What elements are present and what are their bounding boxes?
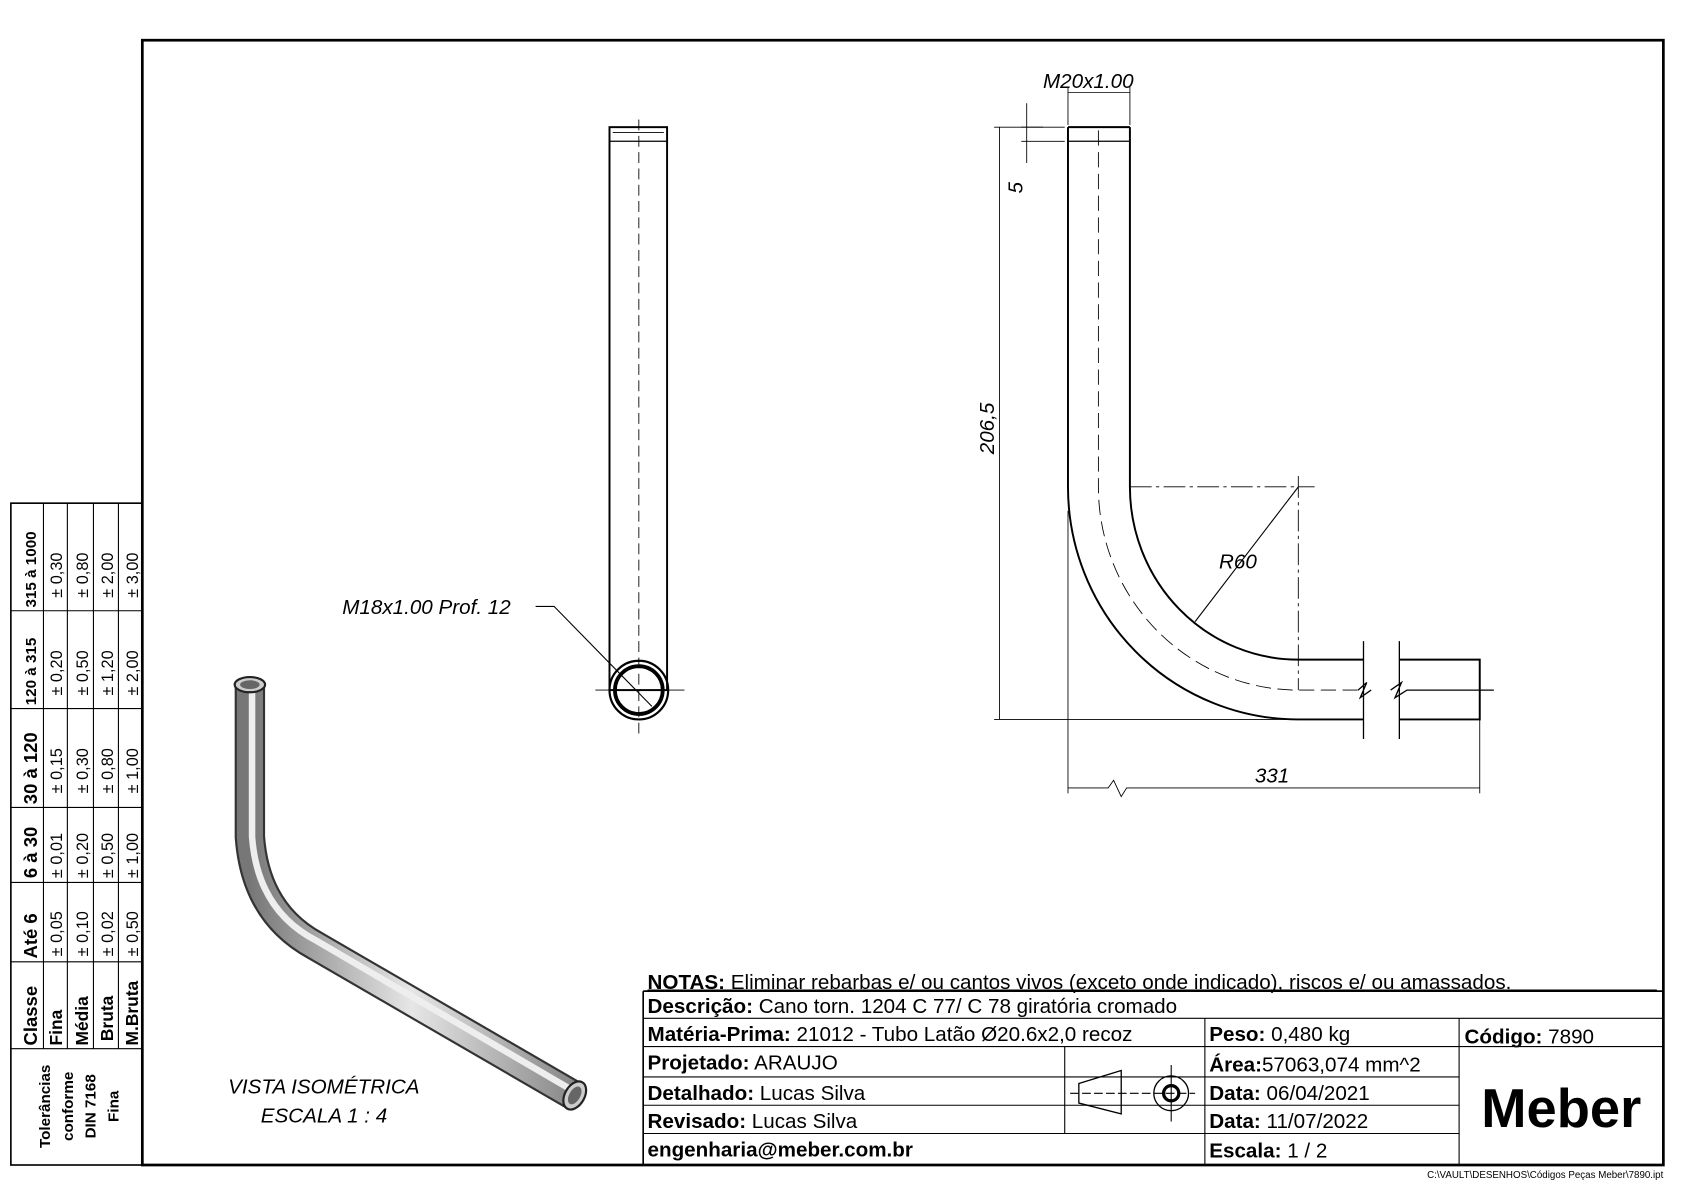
tol-value: ± 0,02 (99, 911, 117, 956)
dim-radius: R60 (1219, 550, 1257, 573)
area-value: 57063,074 mm^2 (1262, 1054, 1421, 1077)
tol-value: ± 0,50 (74, 650, 92, 695)
date-created-value: 06/04/2021 (1261, 1082, 1370, 1105)
tol-value: ± 1,00 (124, 748, 142, 793)
area-label: Área: (1209, 1054, 1262, 1077)
date-created-label: Data: (1209, 1082, 1261, 1105)
description-value: Cano torn. 1204 C 77/ C 78 giratória cro… (753, 995, 1177, 1018)
tol-class: M.Bruta (122, 980, 142, 1045)
tol-title-line: DIN 7168 (83, 1074, 100, 1138)
svg-text:NOTAS: Eliminar rebarbas e/ ou: NOTAS: Eliminar rebarbas e/ ou cantos vi… (648, 971, 1512, 994)
material-value: 21012 - Tubo Latão Ø20.6x2,0 recoz (791, 1023, 1133, 1046)
side-view: R60 M20x1.00 5 206,5 331 (976, 70, 1494, 798)
tol-value: ± 0,20 (74, 833, 92, 878)
tol-header: 30 à 120 (20, 732, 41, 804)
tol-header: 315 à 1000 (23, 531, 40, 607)
tol-value: ± 3,00 (124, 553, 142, 598)
svg-text:Área:57063,074 mm^2: Área:57063,074 mm^2 (1209, 1054, 1420, 1077)
first-angle-projection-icon (1070, 1065, 1196, 1122)
svg-text:Escala: 1 / 2: Escala: 1 / 2 (1209, 1139, 1327, 1162)
detailed-value: Lucas Silva (754, 1082, 866, 1105)
iso-view-title: VISTA ISOMÉTRICA (228, 1075, 419, 1098)
meber-logo: Meber (1481, 1078, 1641, 1139)
svg-text:Data: 11/07/2022: Data: 11/07/2022 (1209, 1110, 1368, 1133)
tol-title-line: Tolerâncias (37, 1065, 54, 1148)
tol-value: ± 0,05 (48, 911, 66, 956)
tol-title-line: Fina (105, 1090, 122, 1122)
description-label: Descrição: (648, 995, 753, 1018)
material-label: Matéria-Prima: (648, 1023, 791, 1046)
date-revised-label: Data: (1209, 1110, 1261, 1133)
date-revised-value: 11/07/2022 (1261, 1110, 1368, 1133)
tol-value: ± 2,00 (124, 650, 142, 695)
notes-text: Eliminar rebarbas e/ ou cantos vivos (ex… (725, 971, 1511, 994)
tolerance-table: Classe Até 6 6 à 30 30 à 120 120 à 315 3… (10, 502, 144, 1166)
svg-text:Data: 06/04/2021: Data: 06/04/2021 (1209, 1082, 1370, 1105)
isometric-view: VISTA ISOMÉTRICA ESCALA 1 : 4 (228, 675, 588, 1128)
tol-value: ± 2,00 (99, 553, 117, 598)
dim-thread-side: M20x1.00 (1043, 70, 1134, 93)
tol-value: ± 0,30 (74, 748, 92, 793)
thread-callout: M18x1.00 Prof. 12 (342, 596, 511, 619)
reviewed-label: Revisado: (648, 1110, 747, 1133)
weight-label: Peso: (1209, 1023, 1265, 1046)
tol-value: ± 0,50 (99, 833, 117, 878)
dim-length: 331 (1255, 764, 1289, 787)
svg-text:Revisado: Lucas Silva: Revisado: Lucas Silva (648, 1110, 858, 1133)
tol-value: ± 0,10 (74, 911, 92, 956)
tol-value: ± 1,00 (124, 833, 142, 878)
weight-value: 0,480 kg (1265, 1023, 1350, 1046)
tol-class: Fina (46, 1009, 66, 1045)
code-label: Código: (1465, 1025, 1543, 1048)
designed-label: Projetado: (648, 1051, 750, 1074)
tol-value: ± 0,30 (48, 553, 66, 598)
svg-text:Detalhado: Lucas Silva: Detalhado: Lucas Silva (648, 1082, 866, 1105)
tol-header-classe: Classe (20, 986, 41, 1046)
svg-text:Código: 7890: Código: 7890 (1465, 1025, 1594, 1048)
svg-text:Matéria-Prima: 21012 - Tubo La: Matéria-Prima: 21012 - Tubo Latão Ø20.6x… (648, 1023, 1133, 1046)
tol-value: ± 0,50 (124, 911, 142, 956)
designed-value: ARAUJO (750, 1051, 838, 1074)
tol-value: ± 0,80 (74, 553, 92, 598)
svg-text:Peso: 0,480 kg: Peso: 0,480 kg (1209, 1023, 1350, 1046)
tol-value: ± 0,80 (99, 748, 117, 793)
tol-value: ± 1,20 (99, 650, 117, 695)
scale-value: 1 / 2 (1281, 1139, 1327, 1162)
tol-class: Bruta (97, 995, 117, 1041)
email: engenharia@meber.com.br (648, 1138, 913, 1161)
tol-title-line: conforme (60, 1072, 77, 1141)
notes-label: NOTAS: (648, 971, 726, 994)
top-view: M18x1.00 Prof. 12 (342, 119, 685, 734)
iso-view-scale: ESCALA 1 : 4 (261, 1105, 387, 1128)
code-value: 7890 (1542, 1025, 1594, 1048)
title-block: NOTAS: Eliminar rebarbas e/ ou cantos vi… (642, 971, 1664, 1166)
tol-value: ± 0,01 (48, 833, 66, 878)
tol-value: ± 0,20 (48, 650, 66, 695)
tol-header: 120 à 315 (23, 637, 40, 705)
tol-header: 6 à 30 (20, 827, 41, 878)
tol-class: Média (72, 996, 92, 1046)
reviewed-value: Lucas Silva (746, 1110, 858, 1133)
file-path: C:\VAULT\DESENHOS\Códigos Peças Meber\78… (1427, 1170, 1664, 1181)
dim-thread-length: 5 (1004, 181, 1027, 193)
svg-text:Descrição: Cano torn. 1204 C 7: Descrição: Cano torn. 1204 C 77/ C 78 gi… (648, 995, 1178, 1018)
scale-label: Escala: (1209, 1139, 1281, 1162)
tol-header: Até 6 (20, 913, 41, 958)
dim-height: 206,5 (976, 402, 999, 455)
tol-value: ± 0,15 (48, 748, 66, 793)
svg-text:Projetado: ARAUJO: Projetado: ARAUJO (648, 1051, 838, 1074)
detailed-label: Detalhado: (648, 1082, 755, 1105)
